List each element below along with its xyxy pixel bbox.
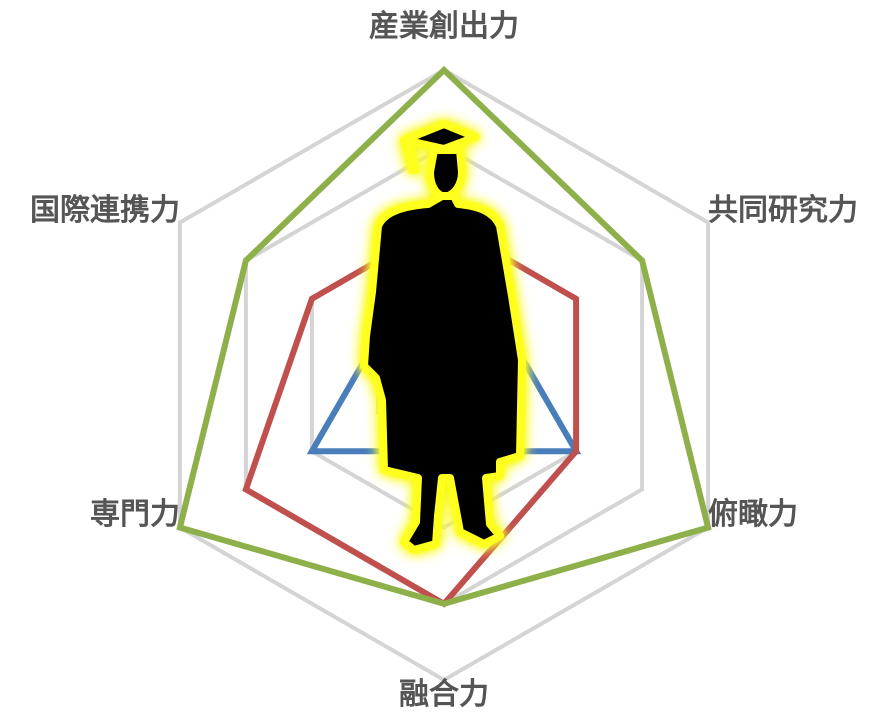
axis-label-upper-right: 共同研究力 — [708, 193, 858, 228]
axis-label-bottom: 融合力 — [399, 677, 489, 712]
graduate-silhouette-icon — [360, 120, 526, 554]
axis-label-lower-right: 俯瞰力 — [708, 497, 798, 532]
graduate-silhouette — [360, 120, 526, 554]
axis-label-top: 産業創出力 — [369, 9, 519, 44]
axis-label-upper-left: 国際連携力 — [30, 193, 180, 228]
axis-label-lower-left: 専門力 — [90, 497, 180, 532]
series-3-polygon — [176, 65, 712, 607]
grid-ring-4 — [177, 67, 711, 683]
